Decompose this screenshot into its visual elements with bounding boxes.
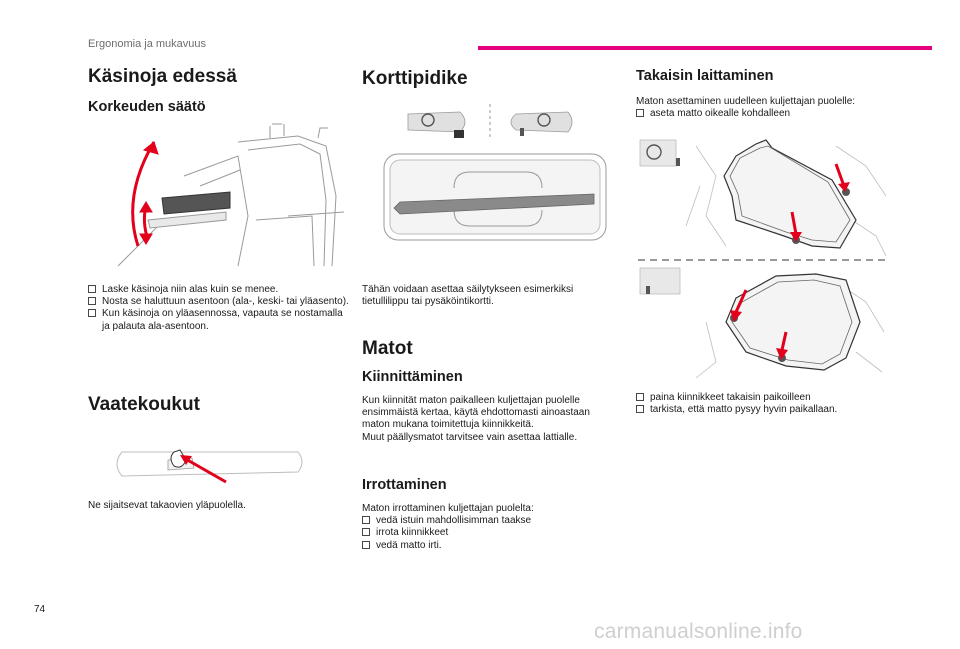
- card-holder-text-wrap: Tähän voidaan asettaa säilytykseen esime…: [362, 284, 618, 308]
- card-holder-title-wrap: Korttipidike: [362, 68, 618, 90]
- checkbox-icon: [636, 405, 644, 414]
- removal-bullets: vedä istuin mahdollisimman taakse irrota…: [362, 515, 618, 552]
- divider-dashed: [638, 259, 886, 261]
- armrest-subtitle-wrap: Korkeuden säätö: [88, 99, 350, 115]
- refit-intro-block: Maton asettaminen uudelleen kuljettajan …: [636, 96, 896, 120]
- list-item: irrota kiinnikkeet: [362, 527, 618, 539]
- mats-title-wrap: Matot: [362, 338, 618, 360]
- steering-wheel-icon: [421, 113, 435, 127]
- refit-title-wrap: Takaisin laittaminen: [636, 68, 896, 84]
- list-item: Laske käsinoja niin alas kuin se menee.: [88, 284, 350, 296]
- list-item: Nosta se haluttuun asentoon (ala-, keski…: [88, 296, 350, 308]
- refit-bullets-first: aseta matto oikealle kohdalleen: [636, 108, 896, 120]
- armrest-title: Käsinoja edessä: [88, 66, 237, 87]
- checkbox-icon: [362, 516, 370, 525]
- list-item: vedä matto irti.: [362, 540, 618, 552]
- vehicle-position-pictogram: [407, 104, 573, 140]
- hooks-text-wrap: Ne sijaitsevat takaovien yläpuolella.: [88, 500, 350, 512]
- removal-title-wrap: Irrottaminen: [362, 477, 618, 493]
- checkbox-icon: [362, 528, 370, 537]
- checkbox-icon: [362, 540, 370, 549]
- checkbox-icon: [88, 297, 96, 306]
- fitting-title: Kiinnittäminen: [362, 369, 463, 385]
- fitting-title-wrap: Kiinnittäminen: [362, 369, 618, 385]
- checkbox-icon: [88, 309, 96, 318]
- floor-mat-illustration-bottom: [639, 267, 885, 379]
- list-item: aseta matto oikealle kohdalleen: [636, 108, 896, 120]
- header-accent-bar: [478, 46, 932, 50]
- steering-wheel-icon: [646, 144, 662, 160]
- refit-bullets: paina kiinnikkeet takaisin paikoilleen t…: [636, 392, 896, 416]
- checkbox-icon: [636, 109, 644, 118]
- fitting-text: Kun kiinnität maton paikalleen kuljettaj…: [362, 395, 590, 431]
- fitting-text-2: Muut päällysmatot tarvitsee vain asettaa…: [362, 431, 578, 443]
- armrest-title-wrap: Käsinoja edessä: [88, 66, 350, 88]
- mats-title: Matot: [362, 338, 413, 359]
- removal-block: Maton irrottaminen kuljettajan puolelta:…: [362, 503, 618, 552]
- removal-title: Irrottaminen: [362, 477, 447, 493]
- card-holder-text: Tähän voidaan asettaa säilytykseen esime…: [362, 284, 574, 308]
- hooks-title: Vaatekoukut: [88, 394, 200, 415]
- list-item: paina kiinnikkeet takaisin paikoilleen: [636, 392, 896, 404]
- floor-mat-illustration-top: [639, 139, 887, 257]
- hooks-text: Ne sijaitsevat takaovien yläpuolella.: [88, 500, 246, 511]
- list-item: vedä istuin mahdollisimman taakse: [362, 515, 618, 527]
- steering-wheel-icon: [537, 113, 551, 127]
- card-holder-title: Korttipidike: [362, 68, 468, 89]
- hooks-title-wrap: Vaatekoukut: [88, 394, 350, 416]
- page-number: 74: [34, 604, 46, 615]
- watermark: carmanualsonline.info: [594, 620, 803, 643]
- armrest-bullets: Laske käsinoja niin alas kuin se menee. …: [88, 284, 350, 333]
- list-item: tarkista, että matto pysyy hyvin paikall…: [636, 404, 896, 416]
- fitting-text-wrap: Kun kiinnität maton paikalleen kuljettaj…: [362, 395, 618, 444]
- coat-hook-illustration: [116, 449, 303, 484]
- removal-intro: Maton irrottaminen kuljettajan puolelta:: [362, 503, 534, 514]
- refit-intro: Maton asettaminen uudelleen kuljettajan …: [636, 96, 856, 107]
- armrest-illustration: [117, 123, 345, 267]
- section-header: Ergonomia ja mukavuus: [88, 38, 207, 50]
- refit-title: Takaisin laittaminen: [636, 68, 774, 84]
- list-item: Kun käsinoja on yläasennossa, vapauta se…: [88, 308, 350, 332]
- checkbox-icon: [636, 393, 644, 401]
- checkbox-icon: [88, 285, 96, 293]
- armrest-subtitle: Korkeuden säätö: [88, 99, 206, 115]
- card-holder-illustration: [383, 153, 607, 241]
